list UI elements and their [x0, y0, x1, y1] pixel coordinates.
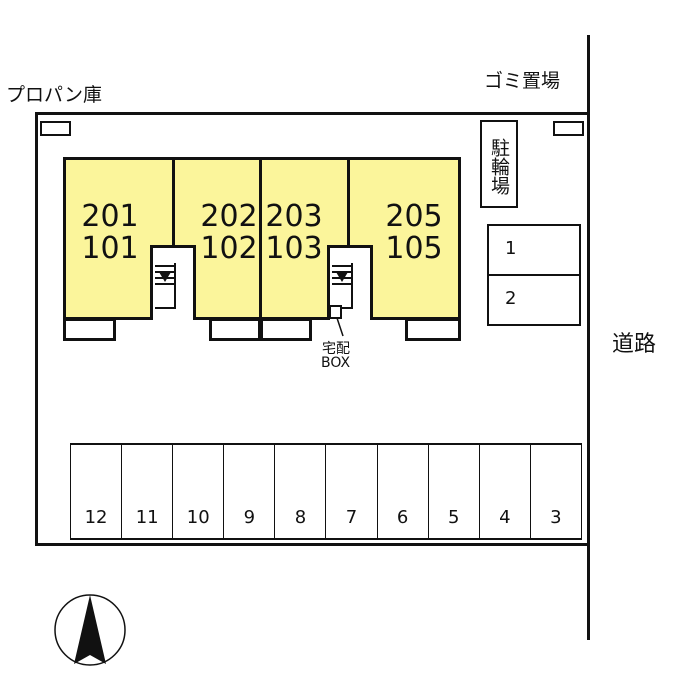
delivery-box — [329, 305, 342, 319]
propane-label: プロパン庫 — [6, 84, 102, 106]
unit-number-upper: 202 — [200, 199, 258, 234]
north-arrow-icon — [54, 594, 126, 666]
parking-space: 8 — [275, 444, 327, 539]
entrance-porch — [209, 318, 261, 341]
road-label: 道路 — [612, 332, 657, 357]
unit-number-lower: 101 — [81, 231, 139, 266]
bicycle-parking: 駐輪場 — [480, 120, 518, 208]
garbage-area — [553, 121, 584, 136]
unit-divider — [347, 157, 350, 247]
parking-space: 10 — [173, 444, 225, 539]
parking-space: 4 — [479, 444, 531, 539]
unit-divider — [259, 157, 262, 320]
unit-divider — [172, 157, 175, 247]
parking-space: 12 — [71, 444, 123, 539]
delivery-box-label-2: BOX — [321, 355, 351, 371]
parking-space: 5 — [428, 444, 480, 539]
unit-number-upper: 205 — [385, 199, 443, 234]
unit-number-lower: 102 — [200, 231, 258, 266]
site-boundary-top — [35, 112, 588, 115]
parking-space: 2 — [487, 274, 581, 326]
staircase — [150, 245, 196, 320]
parking-space: 7 — [326, 444, 378, 539]
unit-number-upper: 203 — [265, 199, 323, 234]
entrance-porch — [260, 318, 312, 341]
delivery-box-label-1: 宅配 — [322, 341, 350, 357]
stairs-icon — [155, 263, 176, 309]
site-boundary-left — [35, 112, 38, 546]
unit-number-upper: 201 — [81, 199, 139, 234]
site-boundary-bottom — [35, 543, 588, 546]
stairs-icon — [332, 263, 353, 309]
propane-storage — [40, 121, 71, 136]
parking-space: 11 — [122, 444, 174, 539]
building — [63, 157, 461, 320]
road-boundary-line — [587, 35, 590, 640]
delivery-box-pointer — [336, 318, 344, 337]
entrance-porch — [405, 318, 461, 341]
unit-number-lower: 103 — [265, 231, 323, 266]
parking-space: 3 — [530, 444, 581, 539]
parking-space: 9 — [224, 444, 276, 539]
parking-space: 1 — [487, 224, 581, 276]
unit-number-lower: 105 — [385, 231, 443, 266]
garbage-label: ゴミ置場 — [484, 70, 561, 92]
parking-space: 6 — [377, 444, 429, 539]
entrance-porch — [63, 318, 116, 341]
